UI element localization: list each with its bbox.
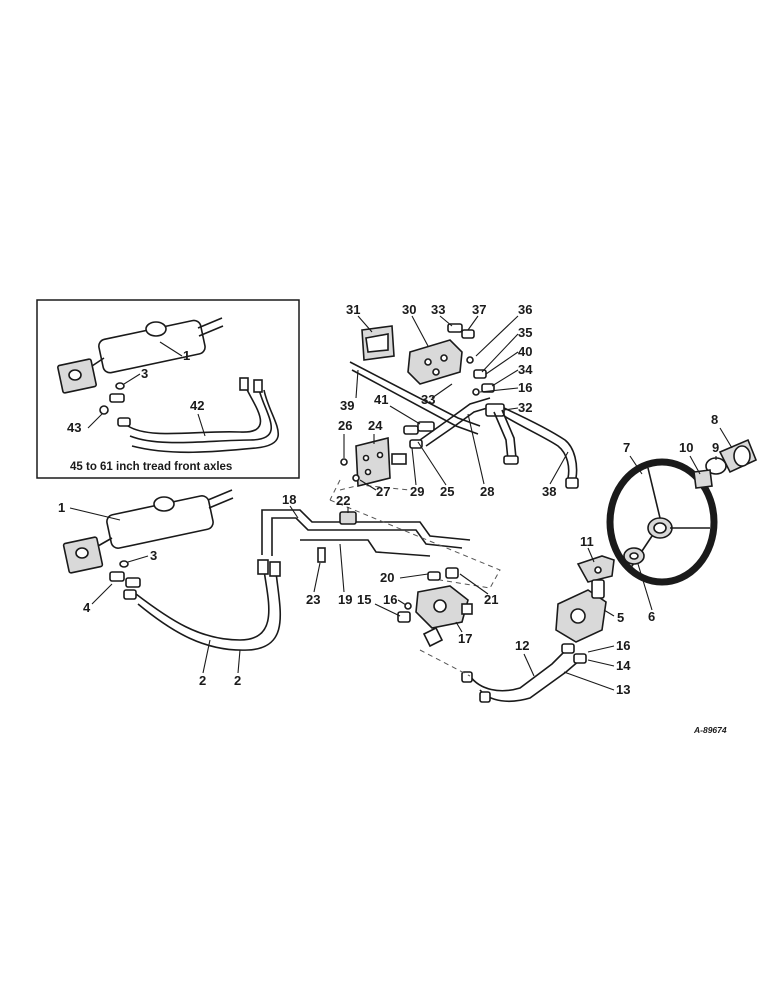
callout-39: 39 xyxy=(340,398,354,413)
fitting-15-16-drawing xyxy=(397,602,412,623)
hoses-12-13-drawing xyxy=(461,643,587,703)
callout-20: 20 xyxy=(380,570,394,585)
callout-24: 24 xyxy=(368,418,383,433)
callout-25: 25 xyxy=(440,484,454,499)
callout-34: 34 xyxy=(518,362,533,377)
callout-29: 29 xyxy=(410,484,424,499)
callout-35: 35 xyxy=(518,325,532,340)
callout-2-right: 2 xyxy=(234,673,241,688)
inset-panel: 1 3 43 42 45 to 61 inch tread front axle… xyxy=(36,299,300,479)
callout-37: 37 xyxy=(472,302,486,317)
callout-18: 18 xyxy=(282,492,296,507)
callout-4: 4 xyxy=(83,600,91,615)
callout-5: 5 xyxy=(617,610,624,625)
callout-42: 42 xyxy=(190,398,204,413)
washer-26-drawing xyxy=(340,458,348,466)
bracket-22-drawing xyxy=(339,511,357,525)
callout-7: 7 xyxy=(623,440,630,455)
cylinder-fittings-drawing xyxy=(109,560,141,600)
callout-21: 21 xyxy=(484,592,498,607)
inset-caption: 45 to 61 inch tread front axles xyxy=(70,461,232,473)
guide-line xyxy=(329,479,341,501)
callout-16-upper: 16 xyxy=(518,380,532,395)
callout-14: 14 xyxy=(616,658,631,673)
callout-31: 31 xyxy=(346,302,360,317)
callout-1-inset: 1 xyxy=(183,348,190,363)
washer-27-drawing xyxy=(352,474,360,482)
callout-6: 6 xyxy=(648,609,655,624)
bracket-11-drawing xyxy=(576,555,615,583)
callout-33-top: 33 xyxy=(431,302,445,317)
callout-13: 13 xyxy=(616,682,630,697)
callout-2-left: 2 xyxy=(199,673,206,688)
callout-16-gear: 16 xyxy=(616,638,630,653)
inset-hoses-drawing xyxy=(127,377,279,454)
washer-6-drawing xyxy=(623,547,645,565)
callout-3: 3 xyxy=(150,548,157,563)
fittings-35-40-34-16-drawing xyxy=(466,356,495,396)
bracket-31-drawing xyxy=(361,325,395,361)
tube-32-drawing xyxy=(493,409,519,465)
callout-33-mid: 33 xyxy=(421,392,435,407)
power-cylinder-drawing xyxy=(62,489,234,574)
guide-line-lower xyxy=(419,649,471,677)
wheel-hardware-drawing xyxy=(693,438,758,489)
callout-23: 23 xyxy=(306,592,320,607)
fitting-41-drawing xyxy=(417,421,435,432)
callout-12: 12 xyxy=(515,638,529,653)
callout-28: 28 xyxy=(480,484,494,499)
callout-19: 19 xyxy=(338,592,352,607)
callout-22: 22 xyxy=(336,493,350,508)
callout-30: 30 xyxy=(402,302,416,317)
clip-23-drawing xyxy=(317,547,326,563)
callout-26: 26 xyxy=(338,418,352,433)
callout-36: 36 xyxy=(518,302,532,317)
callout-43: 43 xyxy=(67,420,81,435)
control-valve-drawing xyxy=(415,567,473,648)
steering-gear-drawing xyxy=(555,579,607,643)
callout-8: 8 xyxy=(711,412,718,427)
cylinder-hoses-drawing xyxy=(135,559,282,651)
bracket-24-drawing xyxy=(355,436,407,488)
callout-3-inset: 3 xyxy=(141,366,148,381)
callout-40: 40 xyxy=(518,344,532,359)
callout-16-valve: 16 xyxy=(383,592,397,607)
inset-fittings-drawing xyxy=(99,382,131,427)
callout-38: 38 xyxy=(542,484,556,499)
callout-17: 17 xyxy=(458,631,472,646)
valve-block-30-drawing xyxy=(407,339,463,385)
callout-10: 10 xyxy=(679,440,693,455)
callout-1: 1 xyxy=(58,500,65,515)
steering-wheel-drawing xyxy=(606,458,718,586)
callout-15: 15 xyxy=(357,592,371,607)
reference-number: A-89674 xyxy=(693,725,727,735)
callout-9: 9 xyxy=(712,440,719,455)
callout-32: 32 xyxy=(518,400,532,415)
callout-41: 41 xyxy=(374,392,388,407)
inset-power-cylinder-drawing xyxy=(57,317,224,394)
hose-38-drawing xyxy=(485,403,579,489)
callout-27: 27 xyxy=(376,484,390,499)
callout-11: 11 xyxy=(580,534,594,549)
